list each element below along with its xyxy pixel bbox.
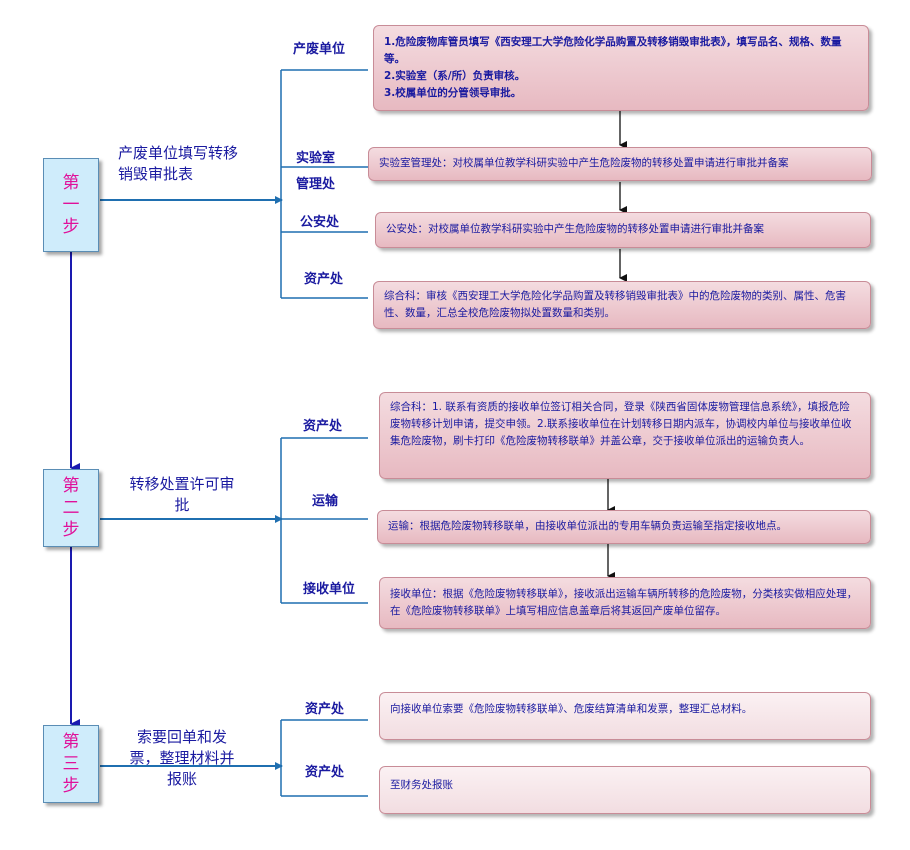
dept-security: 公安处 [300, 215, 340, 230]
dept-assets-4: 资产处 [305, 765, 345, 780]
box-line: 综合科：1. 联系有资质的接收单位签订相关合同，登录《陕西省固体废物管理信息系统… [390, 401, 852, 447]
box-line: 综合科：审核《西安理工大学危险化学品购置及转移销毁审批表》中的危险废物的类别、属… [384, 290, 846, 319]
step-1-description: 产废单位填写转移销毁审批表 [118, 144, 239, 183]
dept-receiving-unit: 接收单位 [303, 582, 356, 597]
step3-bracket [100, 719, 368, 797]
step-3-description: 索要回单和发票，整理材料并报账 [129, 728, 235, 788]
box-line: 接收单位：根据《危险废物转移联单》，接收派出运输车辆所转移的危险废物，分类核实做… [390, 588, 858, 617]
step2-box-transport: 运输：根据危险废物转移联单，由接收单位派出的专用车辆负责运输至指定接收地点。 [377, 510, 871, 544]
box-line: 至财务处报账 [390, 779, 453, 791]
box-line: 1.危险废物库管员填写《西安理工大学危险化学品购置及转移销毁审批表》，填写品名、… [384, 36, 842, 65]
step1-bracket [100, 69, 368, 299]
dept-lab-management: 实验室管理处 [296, 151, 336, 192]
box-line: 3.校属单位的分管领导审批。 [384, 87, 522, 99]
step-3-label: 第三步 [43, 725, 99, 803]
step-2-description: 转移处置许可审批 [129, 475, 235, 514]
step1-box-assets: 综合科：审核《西安理工大学危险化学品购置及转移销毁审批表》中的危险废物的类别、属… [373, 281, 871, 329]
box-line: 向接收单位索要《危险废物转移联单》、危废结算清单和发票，整理汇总材料。 [390, 703, 753, 715]
dept-assets-2: 资产处 [303, 419, 343, 434]
step1-box-lab-management: 实验室管理处：对校属单位教学科研实验中产生危险废物的转移处置申请进行审批并备案 [368, 147, 872, 181]
box-line: 公安处：对校属单位教学科研实验中产生危险废物的转移处置申请进行审批并备案 [386, 223, 764, 235]
box-line: 运输：根据危险废物转移联单，由接收单位派出的专用车辆负责运输至指定接收地点。 [388, 520, 787, 532]
box-flow-arrows [607, 110, 627, 580]
box-line: 实验室管理处：对校属单位教学科研实验中产生危险废物的转移处置申请进行审批并备案 [379, 157, 789, 169]
step-2-label: 第二步 [43, 469, 99, 547]
dept-waste-unit: 产废单位 [293, 42, 346, 57]
box-line: 2.实验室（系/所）负责审核。 [384, 70, 526, 82]
step2-bracket [100, 437, 368, 604]
step-1-label: 第一步 [43, 158, 99, 252]
step2-box-receiving: 接收单位：根据《危险废物转移联单》，接收派出运输车辆所转移的危险废物，分类核实做… [379, 577, 871, 629]
step1-box-waste-unit: 1.危险废物库管员填写《西安理工大学危险化学品购置及转移销毁审批表》，填写品名、… [373, 25, 869, 111]
dept-assets-3: 资产处 [305, 702, 345, 717]
dept-assets-1: 资产处 [304, 272, 344, 287]
dept-transport: 运输 [312, 494, 339, 509]
step1-box-security: 公安处：对校属单位教学科研实验中产生危险废物的转移处置申请进行审批并备案 [375, 212, 871, 248]
step2-box-assets: 综合科：1. 联系有资质的接收单位签订相关合同，登录《陕西省固体废物管理信息系统… [379, 392, 871, 479]
step3-box-reimburse: 至财务处报账 [379, 766, 871, 814]
step3-box-invoice: 向接收单位索要《危险废物转移联单》、危废结算清单和发票，整理汇总材料。 [379, 692, 871, 740]
